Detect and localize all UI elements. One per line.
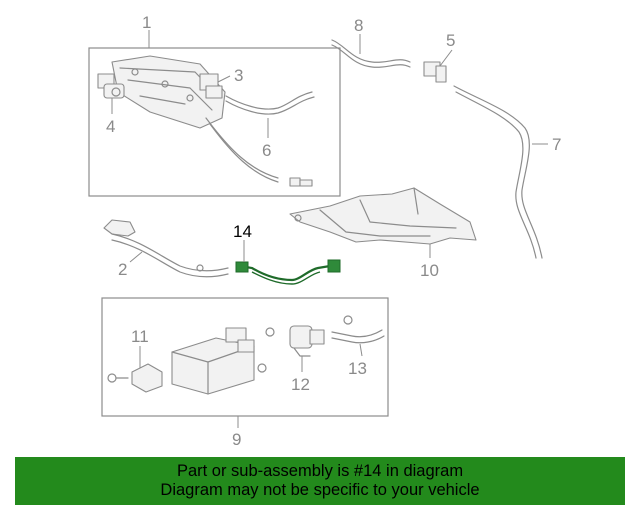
part-8-hose[interactable] (331, 39, 411, 68)
part-7-hose[interactable] (453, 85, 543, 259)
label-5: 5 (446, 31, 455, 50)
label-4: 4 (106, 117, 115, 136)
label-11: 11 (131, 327, 149, 346)
banner-line-1: Part or sub-assembly is #14 in diagram (176, 462, 464, 480)
part-9-canister[interactable] (171, 327, 275, 395)
part-14-oxygen-sensor[interactable] (235, 259, 341, 285)
label-1: 1 (142, 13, 151, 32)
label-12: 12 (291, 375, 310, 394)
label-9: 9 (232, 430, 241, 449)
banner-line-2: Diagram may not be specific to your vehi… (160, 481, 480, 499)
label-8: 8 (354, 16, 363, 35)
info-banner: Part or sub-assembly is #14 in diagram D… (15, 457, 625, 505)
parts-diagram: 1 8 5 3 4 6 7 2 14 10 11 12 13 9 (88, 13, 561, 449)
assembly-9-box (101, 297, 389, 417)
part-3-sensor[interactable] (199, 73, 223, 99)
part-2-bracket[interactable] (103, 219, 229, 278)
part-1-bracket[interactable] (111, 55, 279, 183)
part-12-valve[interactable] (289, 325, 325, 357)
part-6-hose[interactable] (225, 91, 315, 187)
part-10-shield[interactable] (289, 187, 477, 245)
label-14: 14 (233, 222, 252, 241)
part-11-bracket[interactable] (107, 363, 163, 393)
label-7: 7 (552, 135, 561, 154)
label-13: 13 (348, 359, 367, 378)
part-5-clamp[interactable] (423, 61, 447, 83)
assembly-1-box (88, 47, 341, 197)
label-6: 6 (262, 141, 271, 160)
part-13-hose[interactable] (331, 315, 385, 344)
label-2: 2 (118, 260, 127, 279)
label-10: 10 (420, 261, 439, 280)
part-4-valve[interactable] (97, 73, 125, 99)
leader-lines (111, 30, 548, 428)
label-3: 3 (234, 66, 243, 85)
